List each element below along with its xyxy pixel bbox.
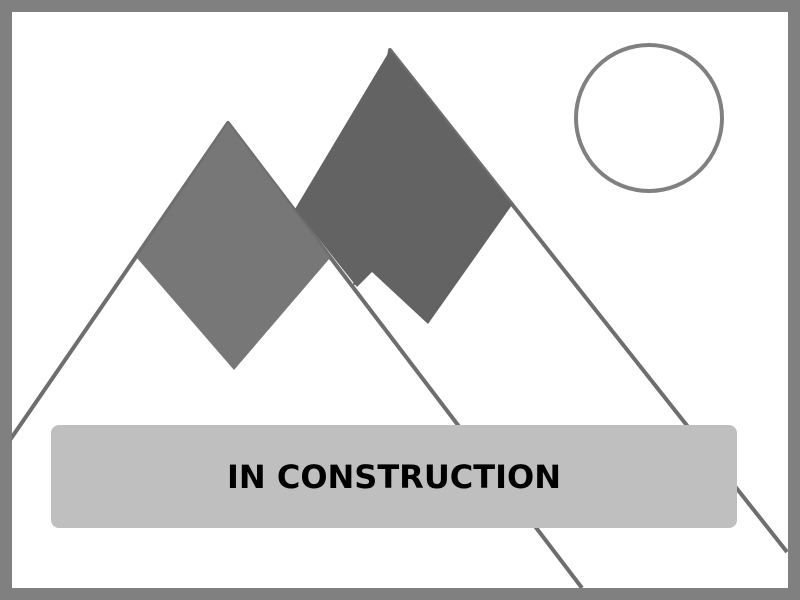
construction-banner: IN CONSTRUCTION [51,425,737,528]
mountain-left-peak-icon [137,123,330,370]
sun-icon [574,43,724,193]
construction-label: IN CONSTRUCTION [227,457,561,496]
mountain-right-peak-icon [295,50,512,324]
